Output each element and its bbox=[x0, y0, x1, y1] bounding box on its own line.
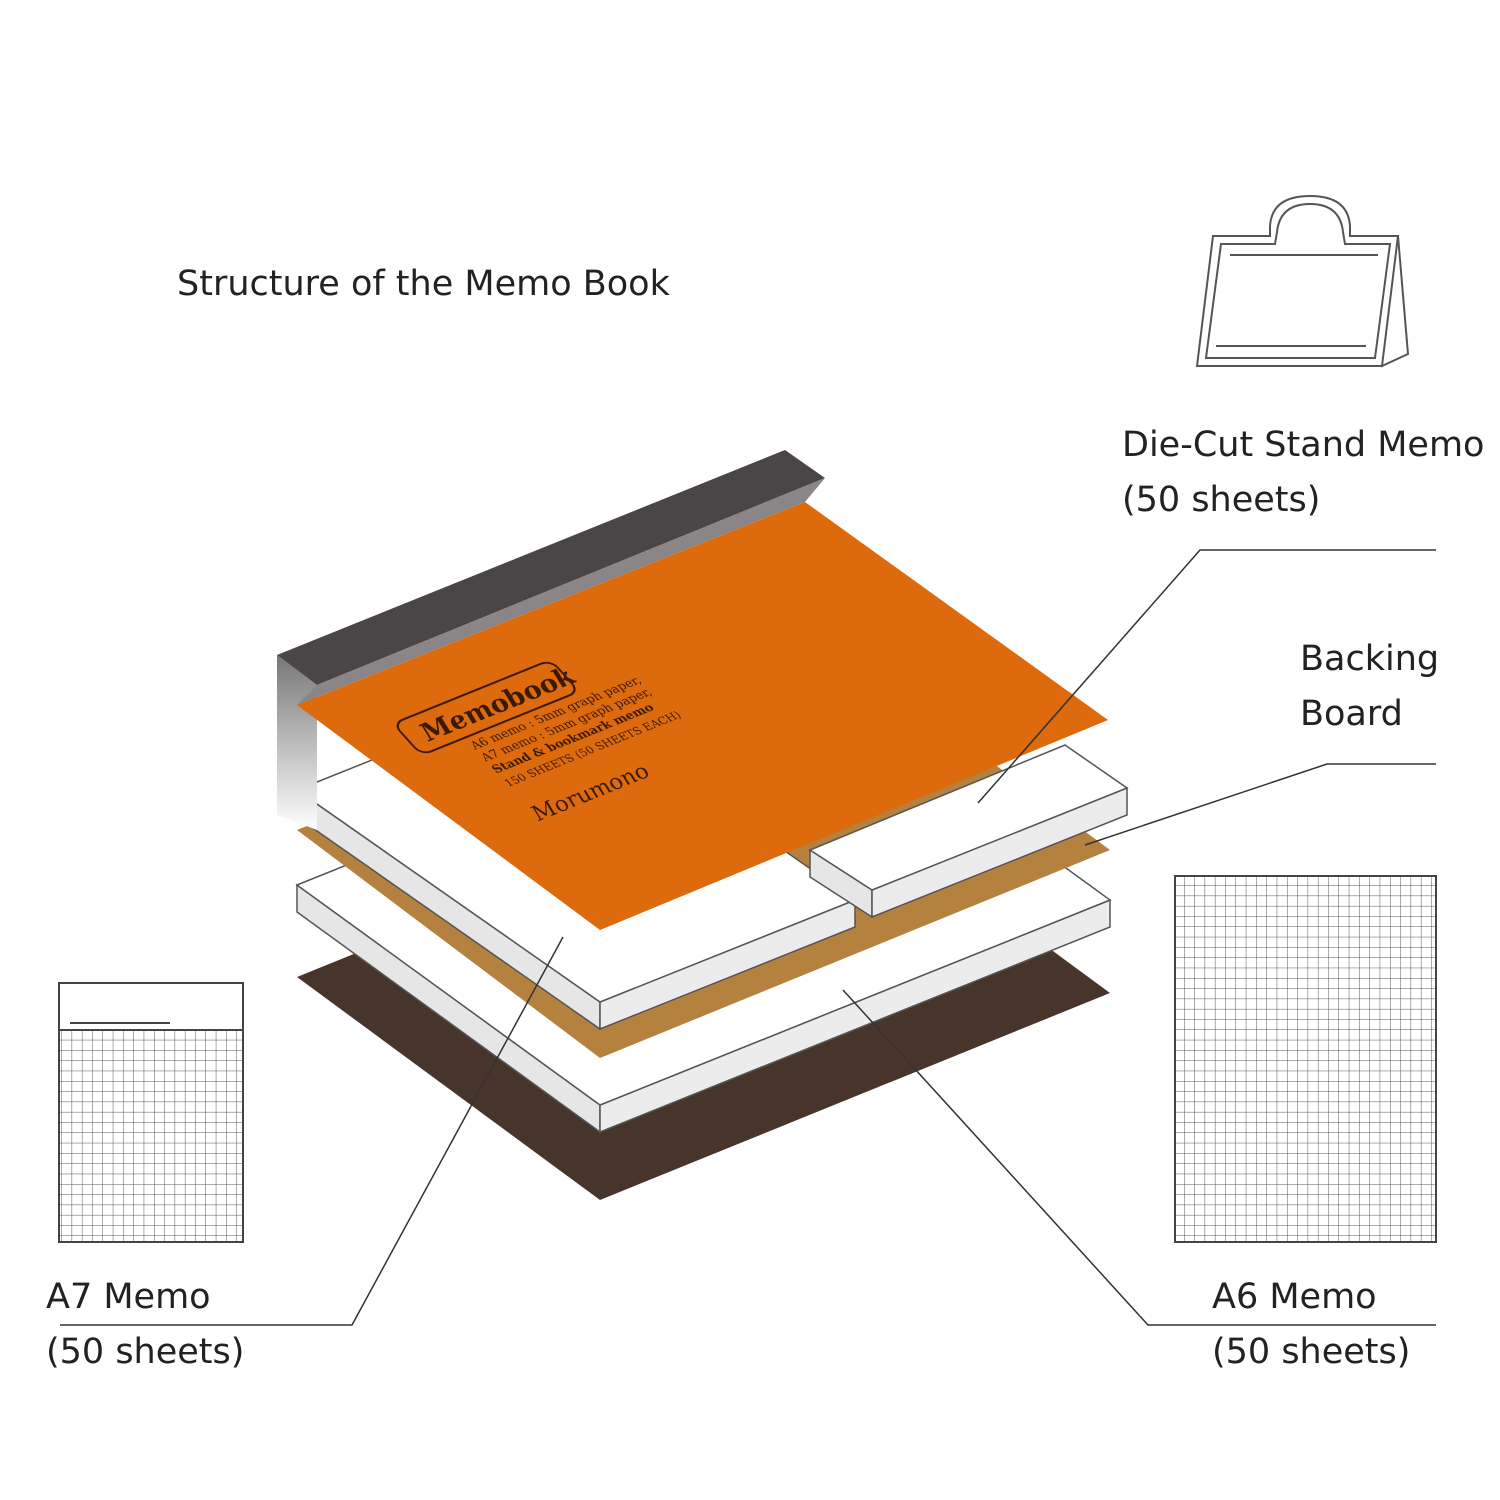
label-backing: Backing Board bbox=[1300, 632, 1439, 742]
a6-memo-icon bbox=[1174, 875, 1437, 1243]
label-line: (50 sheets) bbox=[1122, 480, 1321, 520]
label-line: (50 sheets) bbox=[46, 1332, 245, 1372]
a7-memo-icon bbox=[58, 982, 244, 1243]
label-line: Board bbox=[1300, 694, 1403, 734]
die-cut-stand-pad bbox=[808, 744, 1129, 919]
label-die-cut: Die-Cut Stand Memo (50 sheets) bbox=[1122, 418, 1484, 528]
leader-lines bbox=[60, 549, 1436, 1326]
label-a6: A6 Memo (50 sheets) bbox=[1212, 1270, 1410, 1380]
cover-spine bbox=[277, 450, 825, 830]
leader-die-cut bbox=[977, 549, 1436, 804]
label-line: (50 sheets) bbox=[1212, 1332, 1411, 1372]
label-line: Backing bbox=[1300, 639, 1440, 679]
leader-a6 bbox=[842, 989, 1436, 1326]
front-cover bbox=[297, 502, 1108, 930]
label-a7: A7 Memo (50 sheets) bbox=[46, 1270, 244, 1380]
leader-backing bbox=[1084, 763, 1436, 846]
leader-a7 bbox=[60, 936, 564, 1326]
page-title: Structure of the Memo Book bbox=[177, 264, 670, 304]
stand-memo-icon bbox=[1195, 194, 1410, 368]
label-line: A7 Memo bbox=[46, 1277, 211, 1317]
label-line: A6 Memo bbox=[1212, 1277, 1377, 1317]
label-line: Die-Cut Stand Memo bbox=[1122, 425, 1485, 465]
